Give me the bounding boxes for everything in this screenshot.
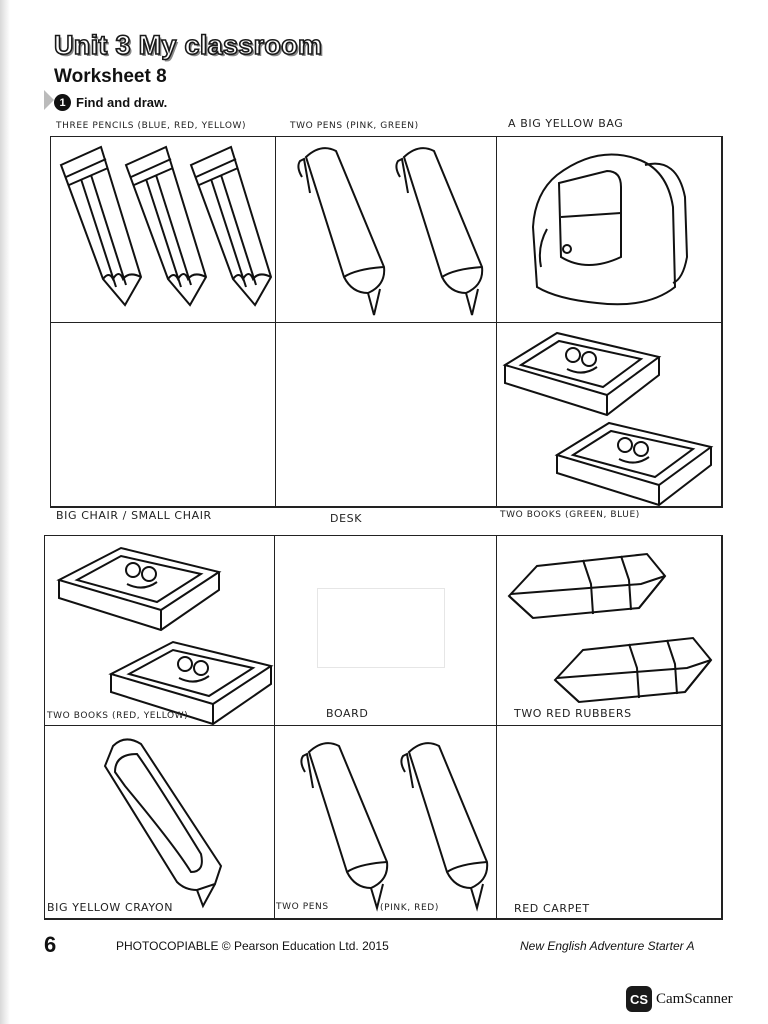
rubber-icon bbox=[553, 636, 713, 704]
cell-rubbers bbox=[497, 536, 722, 726]
crayon-icon bbox=[103, 738, 223, 909]
books-drawing-bottom bbox=[56, 546, 274, 726]
pens-drawing bbox=[297, 147, 484, 316]
pencil-icon bbox=[189, 145, 273, 307]
instruction-text: Find and draw. bbox=[76, 95, 168, 110]
cell-carpet bbox=[497, 726, 722, 919]
camscanner-label: CamScanner bbox=[656, 990, 733, 1007]
camscanner-badge: CS CamScanner bbox=[626, 986, 733, 1012]
book-icon bbox=[554, 421, 714, 507]
rubber-icon bbox=[507, 552, 667, 620]
faint-board-outline bbox=[317, 588, 445, 668]
pen-icon bbox=[400, 742, 489, 912]
pencil-icon bbox=[59, 145, 143, 307]
label-big-yellow-bag: A BIG YELLOW BAG bbox=[508, 117, 624, 130]
rubbers-drawing bbox=[507, 552, 713, 704]
cell-books-top bbox=[497, 323, 722, 507]
cell-pens-top bbox=[276, 137, 497, 323]
cell-pencils bbox=[51, 137, 276, 323]
label-big-yellow-crayon: BIG YELLOW CRAYON bbox=[47, 901, 174, 914]
books-drawing bbox=[502, 331, 714, 507]
label-two-pens: TWO PENS (PINK, GREEN) bbox=[290, 121, 419, 131]
label-two-pens-bottom: TWO PENS bbox=[276, 902, 329, 912]
arrow-marker bbox=[44, 90, 54, 110]
cell-desk bbox=[276, 323, 497, 507]
label-board: BOARD bbox=[326, 707, 369, 720]
label-chairs: BIG CHAIR / SMALL CHAIR bbox=[56, 509, 212, 522]
pencil-icon bbox=[124, 145, 208, 307]
page-edge bbox=[0, 0, 10, 1024]
pens-drawing-bottom bbox=[300, 742, 489, 912]
exercise-number-badge: 1 bbox=[54, 94, 71, 111]
footer-book-title: New English Adventure Starter A bbox=[520, 939, 695, 953]
bottom-grid bbox=[44, 535, 723, 920]
cell-board bbox=[275, 536, 497, 726]
label-pink-red: (PINK, RED) bbox=[380, 903, 439, 913]
pen-icon bbox=[297, 147, 386, 316]
pen-icon bbox=[395, 147, 484, 316]
instruction: 1 Find and draw. bbox=[54, 94, 167, 111]
bag-icon bbox=[531, 153, 689, 306]
camscanner-logo-icon: CS bbox=[626, 986, 652, 1012]
label-two-books-red-yellow: TWO BOOKS (RED, YELLOW) bbox=[47, 711, 189, 721]
pen-icon bbox=[300, 742, 389, 912]
top-grid bbox=[50, 136, 723, 508]
book-icon bbox=[502, 331, 662, 417]
label-desk: DESK bbox=[330, 512, 363, 525]
label-two-red-rubbers: TWO RED RUBBERS bbox=[514, 707, 632, 720]
page-number: 6 bbox=[44, 932, 57, 957]
cell-pens-bottom bbox=[275, 726, 497, 919]
book-icon bbox=[108, 640, 274, 726]
worksheet-title: Worksheet 8 bbox=[54, 66, 167, 87]
cell-crayon bbox=[45, 726, 275, 919]
footer-copyright: PHOTOCOPIABLE © Pearson Education Ltd. 2… bbox=[116, 939, 389, 953]
cell-chair bbox=[51, 323, 276, 507]
label-two-books-green-blue: TWO BOOKS (GREEN, BLUE) bbox=[500, 510, 640, 520]
cell-books-bottom bbox=[45, 536, 275, 726]
book-icon bbox=[56, 546, 222, 632]
unit-title: Unit 3 My classroom bbox=[53, 29, 323, 61]
cell-bag bbox=[497, 137, 722, 323]
label-red-carpet: RED CARPET bbox=[514, 902, 590, 915]
pencils-drawing bbox=[59, 145, 273, 307]
label-three-pencils: THREE PENCILS (BLUE, RED, YELLOW) bbox=[56, 121, 247, 131]
